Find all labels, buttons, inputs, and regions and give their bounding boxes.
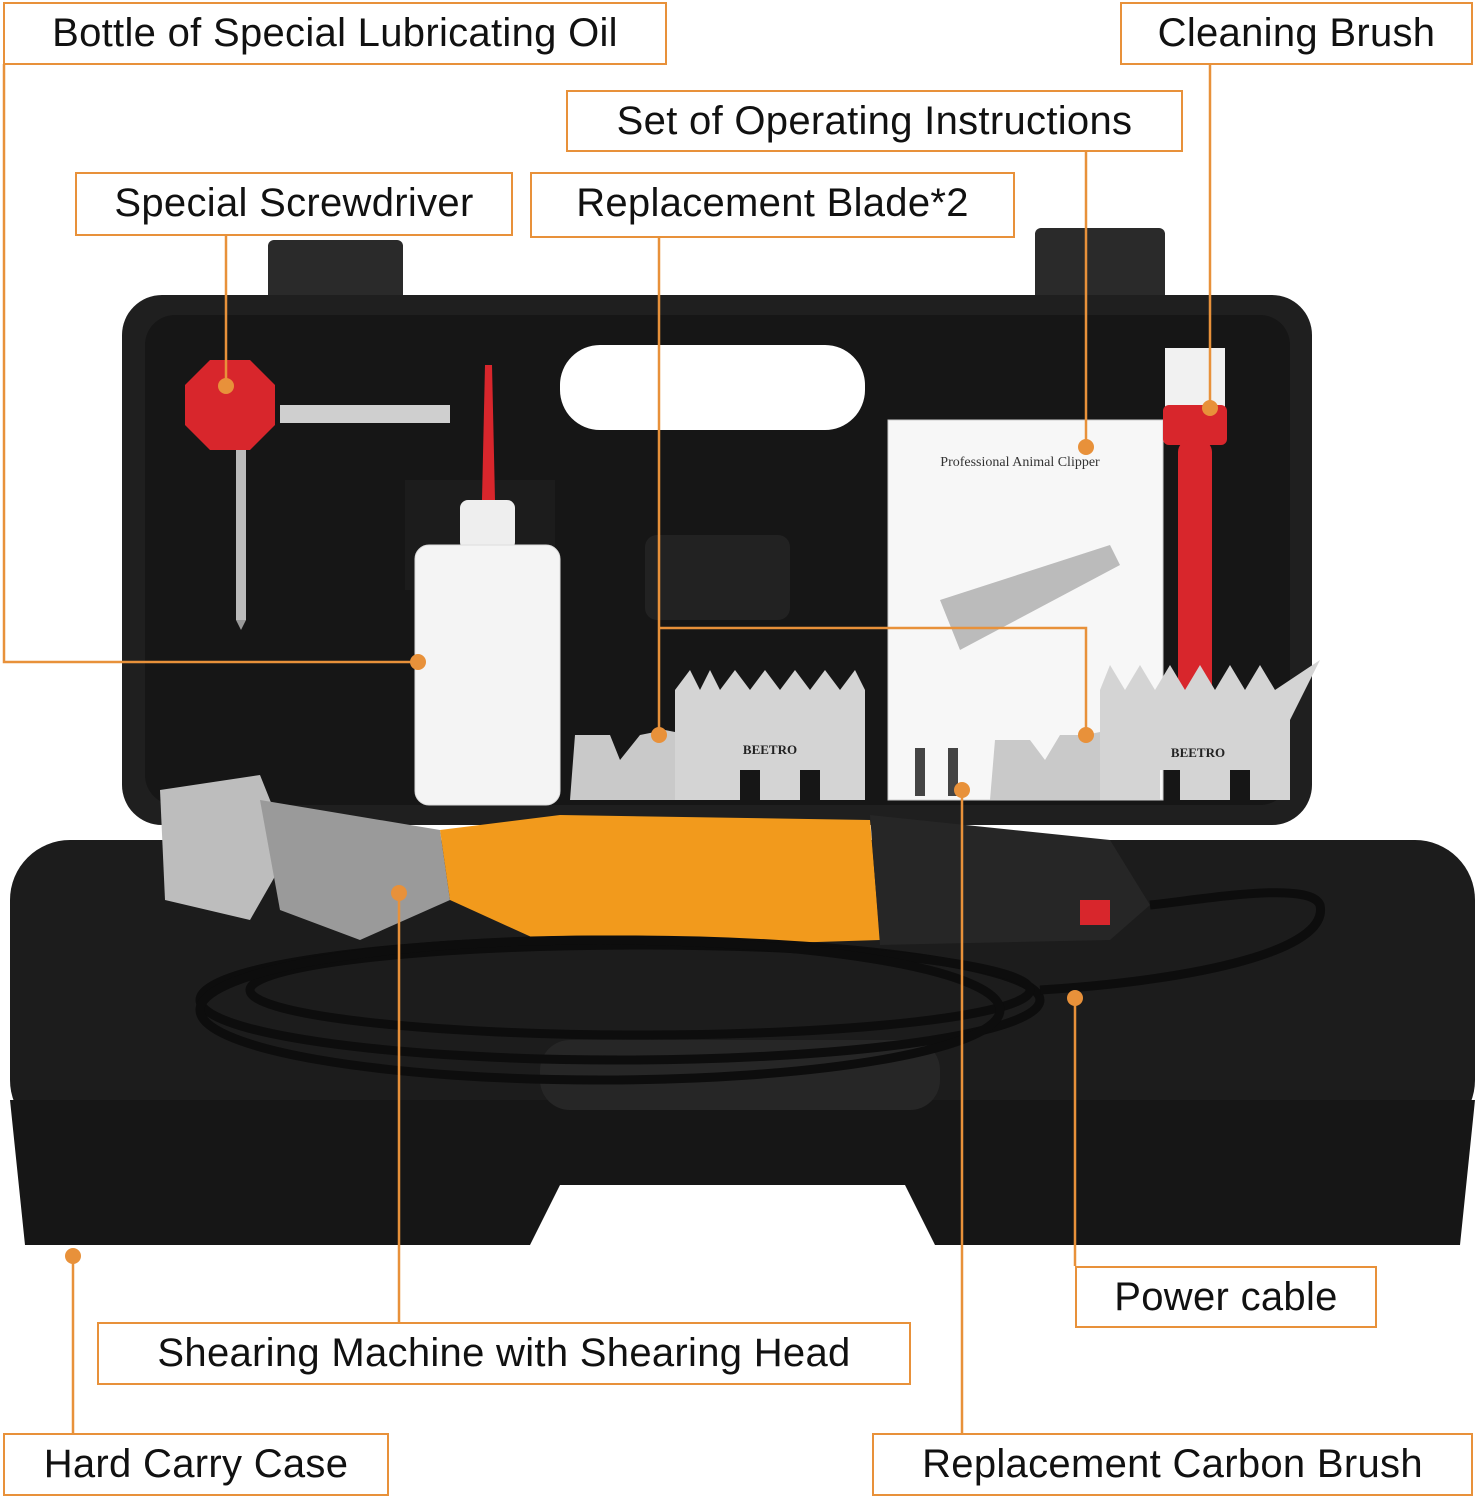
blade-brand-1: BEETRO	[743, 742, 797, 757]
cleaning-brush	[1163, 348, 1227, 720]
label-hard-carry-case: Hard Carry Case	[3, 1433, 389, 1496]
manual-title: Professional Animal Clipper	[940, 455, 1100, 470]
label-power-cable: Power cable	[1075, 1266, 1377, 1328]
oil-bottle	[414, 365, 561, 806]
screwdriver	[185, 360, 450, 630]
power-cable	[195, 888, 1325, 1085]
label-shearing-machine: Shearing Machine with Shearing Head	[97, 1322, 911, 1385]
case-handle-cutout	[560, 345, 865, 430]
label-screwdriver: Special Screwdriver	[75, 172, 513, 236]
blade-brand-2: BEETRO	[1171, 745, 1225, 760]
leader-lines	[2, 64, 1218, 1433]
label-cleaning-brush: Cleaning Brush	[1120, 2, 1473, 65]
shearing-machine	[160, 775, 1150, 950]
label-lubricating-oil: Bottle of Special Lubricating Oil	[3, 2, 667, 65]
case-latch-right	[1035, 228, 1165, 303]
instruction-manual: Professional Animal Clipper	[887, 419, 1164, 801]
label-operating-instructions: Set of Operating Instructions	[566, 90, 1183, 152]
case-latch-left	[268, 240, 403, 310]
label-replacement-blade: Replacement Blade*2	[530, 172, 1015, 238]
replacement-blades: BEETRO BEETRO	[570, 660, 1320, 800]
label-carbon-brush: Replacement Carbon Brush	[872, 1433, 1473, 1496]
carbon-brushes	[915, 748, 958, 796]
